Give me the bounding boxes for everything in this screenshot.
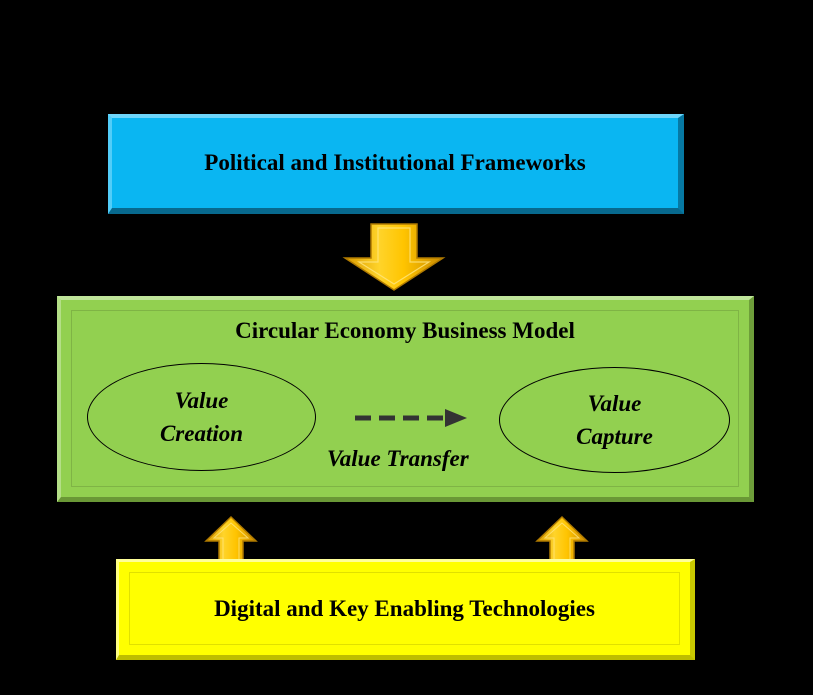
technologies-box: Digital and Key Enabling Technologies	[116, 559, 695, 660]
value-capture-ellipse: Value Capture	[499, 367, 730, 473]
down-arrow	[342, 223, 446, 291]
business-model-box: Circular Economy Business Model Value Cr…	[57, 296, 754, 502]
value-capture-line1: Value	[587, 391, 642, 416]
business-model-inner-frame	[71, 310, 739, 487]
value-creation-ellipse: Value Creation	[87, 363, 316, 471]
value-creation-line1: Value	[174, 388, 229, 413]
policy-frameworks-label: Political and Institutional Frameworks	[204, 150, 586, 175]
policy-frameworks-box: Political and Institutional Frameworks	[108, 114, 684, 214]
dashed-right-arrow	[355, 409, 467, 427]
value-creation-line2: Creation	[159, 421, 244, 446]
technologies-label: Digital and Key Enabling Technologies	[214, 595, 595, 621]
technologies-inner-frame	[129, 572, 680, 645]
value-transfer-label: Value Transfer	[327, 446, 469, 471]
value-capture-line2: Capture	[576, 424, 653, 449]
business-model-title: Circular Economy Business Model	[235, 318, 575, 343]
